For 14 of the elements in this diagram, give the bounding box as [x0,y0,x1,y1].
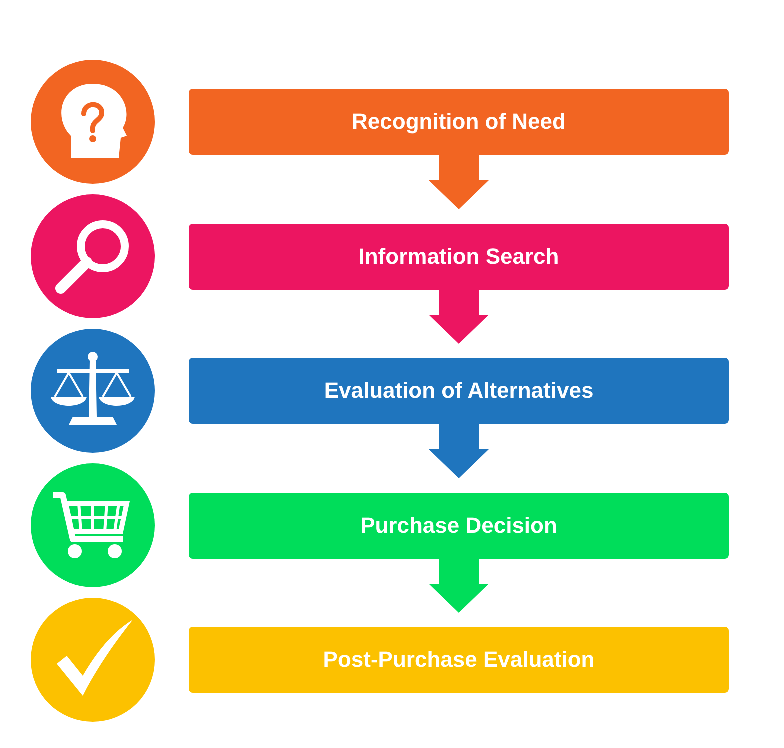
step-label: Information Search [358,244,560,270]
arrow [429,424,489,478]
step-label: Purchase Decision [360,512,558,538]
arrow [429,558,489,613]
arrow [429,155,489,210]
step-box [189,89,729,155]
step-label: Recognition of Need [352,109,566,135]
arrow [429,290,489,344]
step-label: Evaluation of Alternatives [324,378,594,404]
step-box [189,492,729,558]
step-box [189,224,729,290]
step-label: Post-Purchase Evaluation [323,647,595,673]
step-box [189,358,729,424]
step-box [189,627,729,693]
